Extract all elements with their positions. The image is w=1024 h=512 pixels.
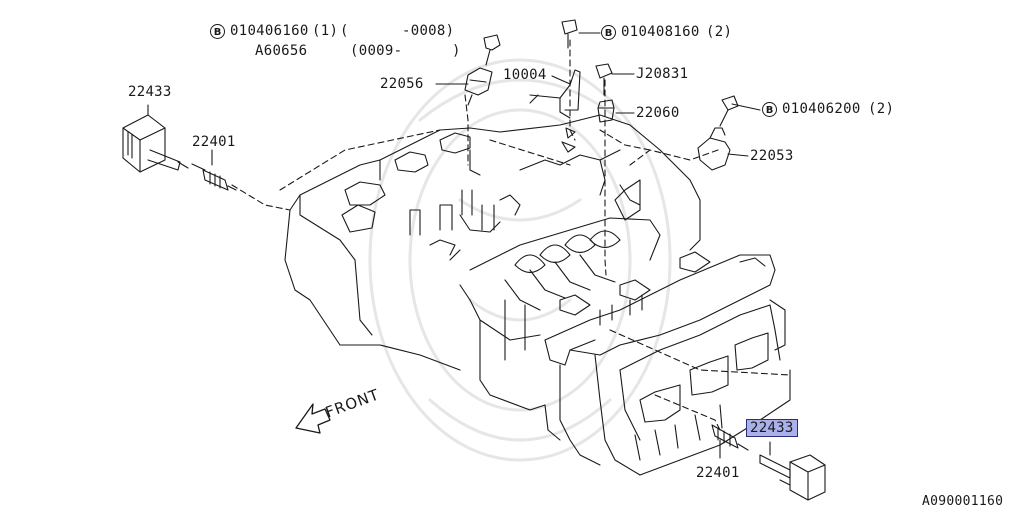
sensor-22053 bbox=[697, 95, 739, 171]
callout-A60656[interactable]: A60656 bbox=[255, 43, 308, 59]
callout-22060[interactable]: 22060 bbox=[636, 105, 680, 121]
callout-10004[interactable]: 10004 bbox=[503, 67, 547, 83]
bolt-J20831 bbox=[595, 63, 613, 96]
b-badge-2: B bbox=[601, 25, 616, 40]
callout-010406160-range: -0008) bbox=[402, 23, 455, 39]
watermark-emblem bbox=[368, 58, 672, 462]
bolt-010408160 bbox=[561, 19, 578, 49]
callout-J20831[interactable]: J20831 bbox=[636, 66, 689, 82]
intake-runners bbox=[459, 217, 661, 411]
dashed-leaders bbox=[231, 39, 791, 431]
callout-22433-bottom-highlighted[interactable]: 22433 bbox=[746, 419, 798, 437]
cylinder-head-right bbox=[544, 251, 791, 476]
callout-010406200[interactable]: 010406200 bbox=[782, 101, 861, 117]
callout-A60656-range: (0009- bbox=[350, 43, 403, 59]
callout-A60656-range-close: ) bbox=[452, 43, 461, 59]
b-badge-1: B bbox=[210, 24, 225, 39]
part-22060 bbox=[597, 99, 615, 123]
callout-22053[interactable]: 22053 bbox=[750, 148, 794, 164]
b-badge-3: B bbox=[762, 102, 777, 117]
spark-plug-bottom-right bbox=[711, 424, 749, 451]
sensor-22056 bbox=[464, 34, 501, 106]
callout-010406200-qty: (2) bbox=[868, 101, 895, 117]
front-arrow-icon bbox=[295, 403, 331, 434]
callout-leaders bbox=[147, 32, 771, 459]
callout-010406160-range-open: ( bbox=[340, 23, 349, 39]
ignition-coil-top-left bbox=[122, 114, 189, 173]
bracket-10004 bbox=[529, 69, 581, 153]
callout-22401-bottom[interactable]: 22401 bbox=[696, 465, 740, 481]
callout-22433-top[interactable]: 22433 bbox=[128, 84, 172, 100]
callout-010408160-qty: (2) bbox=[706, 24, 733, 40]
callout-22056[interactable]: 22056 bbox=[380, 76, 424, 92]
cylinder-head-left bbox=[284, 114, 701, 371]
callout-010408160[interactable]: 010408160 bbox=[621, 24, 700, 40]
figure-id: A090001160 bbox=[922, 494, 1004, 509]
callout-22401-top[interactable]: 22401 bbox=[192, 134, 236, 150]
callout-010406160[interactable]: 010406160 bbox=[230, 23, 309, 39]
ignition-coil-bottom-right bbox=[759, 454, 826, 501]
callout-010406160-qty: (1) bbox=[312, 23, 339, 39]
spark-plug-top-left bbox=[191, 163, 237, 191]
